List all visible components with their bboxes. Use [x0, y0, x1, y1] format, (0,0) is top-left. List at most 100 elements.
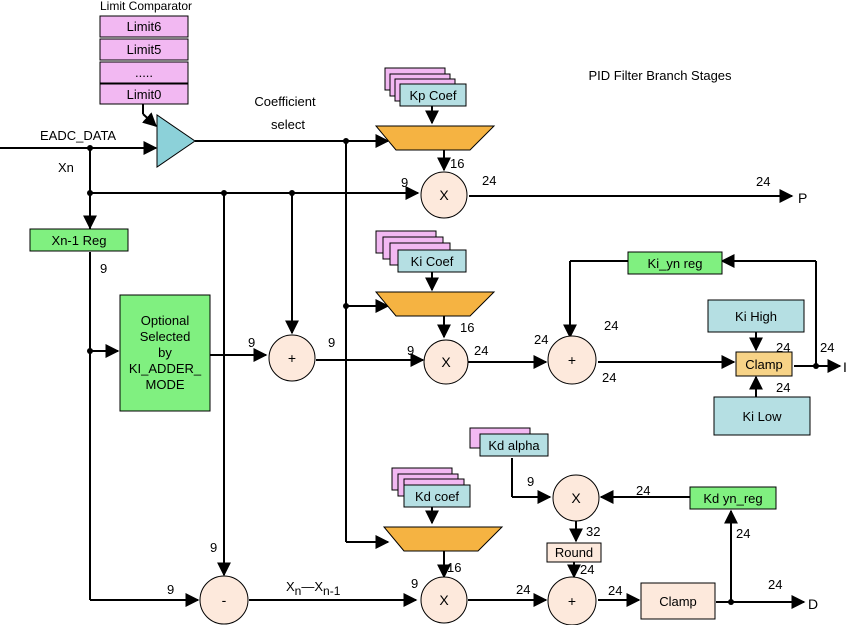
- ki-high-block: [707, 299, 805, 333]
- kp-coef-block: [399, 83, 467, 107]
- xn1-reg-label: Xn-1 Reg: [52, 233, 107, 248]
- ki-low-block: [713, 396, 811, 436]
- width-label: 32: [586, 524, 600, 539]
- adder-d-symbol: +: [568, 593, 576, 609]
- output-i-label: I: [843, 359, 847, 375]
- adder-i: +: [547, 335, 597, 385]
- xn-label: Xn: [58, 160, 74, 175]
- multiplier-kd-alpha: X: [552, 474, 600, 522]
- width-label: 16: [450, 156, 464, 171]
- width-label: 9: [167, 582, 174, 597]
- kd-coef-stack: Kd coef: [391, 467, 471, 508]
- limit0-row: [99, 83, 189, 105]
- adder-i-symbol: +: [568, 352, 576, 368]
- multiplier-p: X: [420, 171, 468, 219]
- width-label: 24: [580, 562, 594, 577]
- optional-line-4: KI_ADDER_: [129, 361, 202, 376]
- optional-line-3: by: [158, 345, 172, 360]
- width-label: 9: [411, 576, 418, 591]
- width-label: 9: [100, 261, 107, 276]
- select-label: select: [271, 117, 305, 132]
- clamp-d-block: [640, 582, 716, 620]
- comparator-triangle: [156, 114, 196, 168]
- optional-line-2: Selected: [140, 329, 191, 344]
- ki-yn-reg-block: [627, 251, 723, 275]
- kd-yn-reg-label: Kd yn_reg: [703, 491, 762, 506]
- round-block: [546, 542, 602, 563]
- limit6-label: Limit6: [127, 19, 162, 34]
- round-label: Round: [555, 545, 593, 560]
- optional-adder-block: Optional Selected by KI_ADDER_ MODE: [119, 294, 211, 412]
- optional-line-5: MODE: [146, 377, 185, 392]
- kp-coef-stack: Kp Coef: [384, 67, 467, 107]
- xn1-reg-block: [29, 228, 129, 252]
- width-label: 24: [756, 174, 770, 189]
- width-label: 24: [534, 332, 548, 347]
- width-label: 16: [447, 560, 461, 575]
- kd-coef-label: Kd coef: [415, 489, 459, 504]
- width-label: 24: [776, 340, 790, 355]
- output-d-label: D: [808, 596, 818, 612]
- width-label: 24: [604, 318, 618, 333]
- kd-alpha-block: [479, 433, 549, 457]
- clamp-d-label: Clamp: [659, 594, 697, 609]
- kd-alpha-stack: Kd alpha: [469, 427, 549, 457]
- output-p-label: P: [798, 190, 807, 206]
- width-label: 24: [602, 370, 616, 385]
- multiplier-d-symbol: X: [439, 592, 449, 608]
- eadc-data-label: EADC_DATA: [40, 128, 116, 143]
- clamp-i-block: [735, 351, 793, 377]
- ki-coef-label: Ki Coef: [411, 254, 454, 269]
- coefficient-label: Coefficient: [254, 94, 316, 109]
- kd-coef-block: [403, 484, 471, 508]
- width-label: 24: [820, 340, 834, 355]
- subtractor: -: [199, 575, 249, 625]
- kp-coef-label: Kp Coef: [410, 88, 457, 103]
- kp-coef-mux: [374, 125, 496, 151]
- width-label: 24: [776, 380, 790, 395]
- limit6-row: [99, 15, 189, 38]
- width-label: 9: [248, 335, 255, 350]
- width-label: 9: [210, 540, 217, 555]
- limit5-label: Limit5: [127, 42, 162, 57]
- width-label: 24: [636, 483, 650, 498]
- limit-comparator: Limit Comparator Limit6 Limit5 ..... Lim…: [99, 0, 192, 105]
- multiplier-p-symbol: X: [439, 187, 449, 203]
- ki-coef-mux: [374, 291, 496, 317]
- width-label: 9: [328, 335, 335, 350]
- bit-width-labels: 9 9 24 24 16 9 9 9 16 24 24 24 24 24 24 …: [100, 156, 834, 598]
- width-label: 24: [608, 583, 622, 598]
- width-label: 24: [736, 526, 750, 541]
- clamp-i-label: Clamp: [745, 357, 783, 372]
- kd-coef-mux: [382, 526, 504, 552]
- limit-comparator-label: Limit Comparator: [100, 0, 192, 13]
- diagram-title: PID Filter Branch Stages: [588, 68, 732, 83]
- subtractor-symbol: -: [222, 592, 227, 608]
- width-label: 9: [407, 343, 414, 358]
- ki-low-label: Ki Low: [742, 409, 782, 424]
- optional-line-1: Optional: [141, 313, 190, 328]
- limit0-label: Limit0: [127, 87, 162, 102]
- multiplier-i-symbol: X: [441, 354, 451, 370]
- limit-ellipsis-row: [99, 61, 189, 84]
- ki-high-label: Ki High: [735, 309, 777, 324]
- width-label: 9: [527, 474, 534, 489]
- multiplier-i: X: [423, 339, 469, 385]
- ki-coef-stack: Ki Coef: [375, 230, 467, 273]
- adder-optional-symbol: +: [288, 350, 296, 366]
- wires: [0, 104, 842, 609]
- difference-label: Xn—Xn-1: [286, 579, 341, 598]
- kd-alpha-label: Kd alpha: [488, 438, 540, 453]
- multiplier-d: X: [420, 576, 468, 624]
- width-label: 24: [474, 343, 488, 358]
- junction-dots: [87, 138, 819, 605]
- limit-ellipsis-label: .....: [135, 65, 153, 80]
- ki-coef-block: [397, 249, 467, 273]
- width-label: 16: [460, 320, 474, 335]
- width-label: 24: [516, 582, 530, 597]
- width-label: 24: [482, 173, 496, 188]
- width-label: 24: [768, 577, 782, 592]
- limit5-row: [99, 38, 189, 61]
- width-label: 9: [401, 175, 408, 190]
- adder-optional: +: [268, 334, 316, 382]
